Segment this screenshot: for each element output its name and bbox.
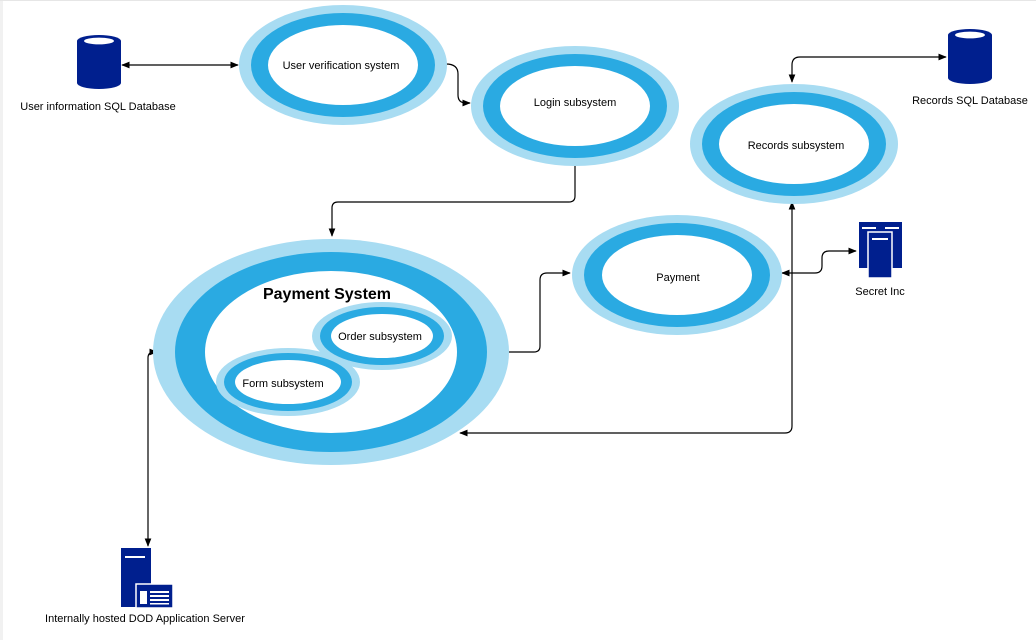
login-subsystem-label: Login subsystem (533, 97, 617, 109)
ring-order[interactable] (312, 302, 452, 370)
application-server-icon[interactable] (121, 548, 174, 609)
dod-server-label: Internally hosted DOD Application Server (45, 613, 245, 625)
user-db-label: User information SQL Database (20, 101, 176, 113)
ring-records[interactable] (690, 84, 898, 204)
edge-recordsdb-records[interactable] (788, 53, 947, 83)
records-db-label: Records SQL Database (912, 95, 1028, 107)
edge-paymentsystem-payment[interactable] (508, 269, 571, 353)
ring-user-verification[interactable] (239, 5, 447, 125)
canvas-top-border (0, 0, 1036, 1)
payment-label: Payment (656, 272, 700, 284)
edge-login-paymentsystem[interactable] (328, 166, 576, 237)
edge-records-paymentsystem[interactable] (459, 201, 796, 437)
ring-login[interactable] (471, 46, 679, 166)
order-subsystem-label: Order subsystem (338, 331, 422, 343)
user-verification-label: User verification system (282, 60, 400, 72)
payment-system-label: Payment System (262, 286, 392, 303)
ring-payment[interactable] (572, 215, 782, 335)
records-subsystem-label: Records subsystem (747, 140, 845, 152)
database-icon[interactable] (948, 29, 992, 84)
edge-payment-secretinc[interactable] (781, 247, 857, 277)
server-rack-icon[interactable] (859, 222, 902, 279)
edge-verification-login[interactable] (445, 63, 471, 107)
ring-form[interactable] (216, 348, 360, 416)
form-subsystem-label: Form subsystem (242, 378, 324, 390)
canvas-left-border (0, 0, 3, 640)
database-icon[interactable] (77, 35, 121, 89)
edge-dodserver-paymentsystem[interactable] (144, 348, 158, 547)
secret-inc-label: Secret Inc (855, 286, 905, 298)
